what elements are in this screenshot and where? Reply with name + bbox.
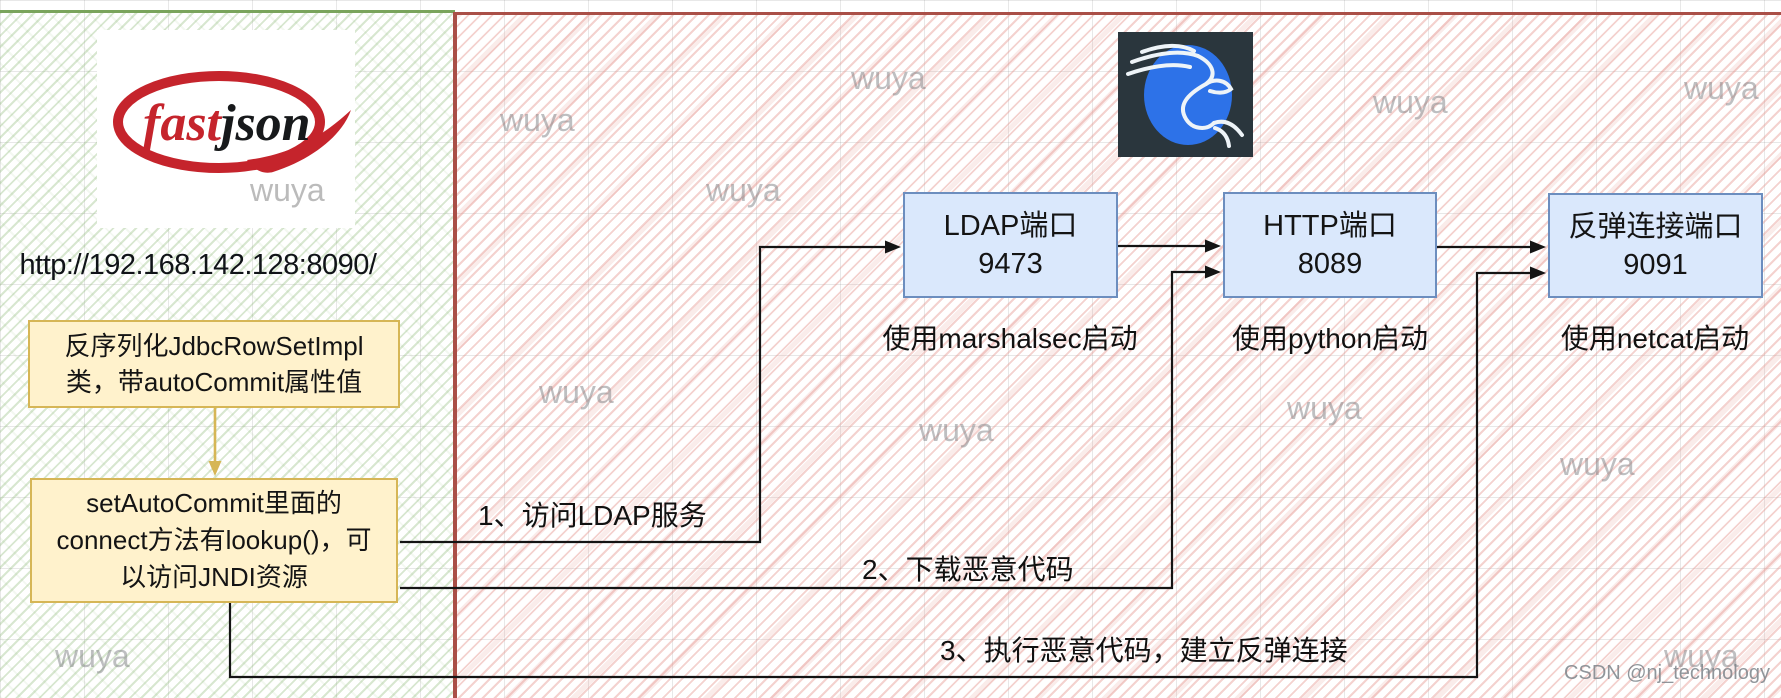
svg-text:fastjson: fastjson: [143, 95, 311, 152]
note-line: 反序列化JdbcRowSetImpl: [64, 331, 364, 361]
step1-label: 1、访问LDAP服务: [478, 500, 707, 531]
http-port-node: HTTP端口 8089: [1223, 192, 1437, 298]
ldap-port-node: LDAP端口 9473: [903, 192, 1118, 298]
victim-url-text: http://192.168.142.128:8090/: [19, 249, 377, 281]
shell-caption: 使用netcat启动: [1560, 323, 1750, 354]
note-line: 类，带autoCommit属性值: [65, 367, 363, 397]
attacker-zone-border-left: [453, 12, 457, 698]
fastjson-logo-card: fastjson: [97, 30, 355, 228]
fastjson-logo-icon: fastjson: [113, 71, 351, 173]
csdn-credit-text: CSDN @nj_technology: [1564, 662, 1770, 684]
node-title: HTTP端口: [1263, 210, 1397, 242]
note-setautocommit-box: setAutoCommit里面的 connect方法有lookup()，可 以访…: [30, 478, 398, 603]
node-title: LDAP端口: [943, 210, 1078, 242]
attacker-zone-border-top: [455, 12, 1781, 15]
reverse-shell-port-node: 反弹连接端口 9091: [1548, 193, 1763, 298]
note-line: connect方法有lookup()，可: [56, 525, 372, 555]
node-title: 反弹连接端口: [1568, 210, 1743, 243]
node-port: 9473: [978, 248, 1043, 280]
node-port: 8089: [1297, 248, 1363, 280]
node-port: 9091: [1623, 248, 1688, 281]
note-line: setAutoCommit里面的: [86, 488, 342, 518]
kali-dragon-icon: [1118, 32, 1253, 157]
step3-label: 3、执行恶意代码，建立反弹连接: [940, 635, 1348, 666]
victim-zone-border: [0, 10, 455, 13]
ldap-caption: 使用marshalsec启动: [882, 323, 1138, 354]
step2-label: 2、下载恶意代码: [862, 554, 1074, 585]
note-line: 以访问JNDI资源: [120, 562, 308, 592]
http-caption: 使用python启动: [1231, 323, 1429, 354]
kali-logo: [1118, 32, 1253, 157]
note-deserialize-box: 反序列化JdbcRowSetImpl 类，带autoCommit属性值: [28, 320, 400, 408]
